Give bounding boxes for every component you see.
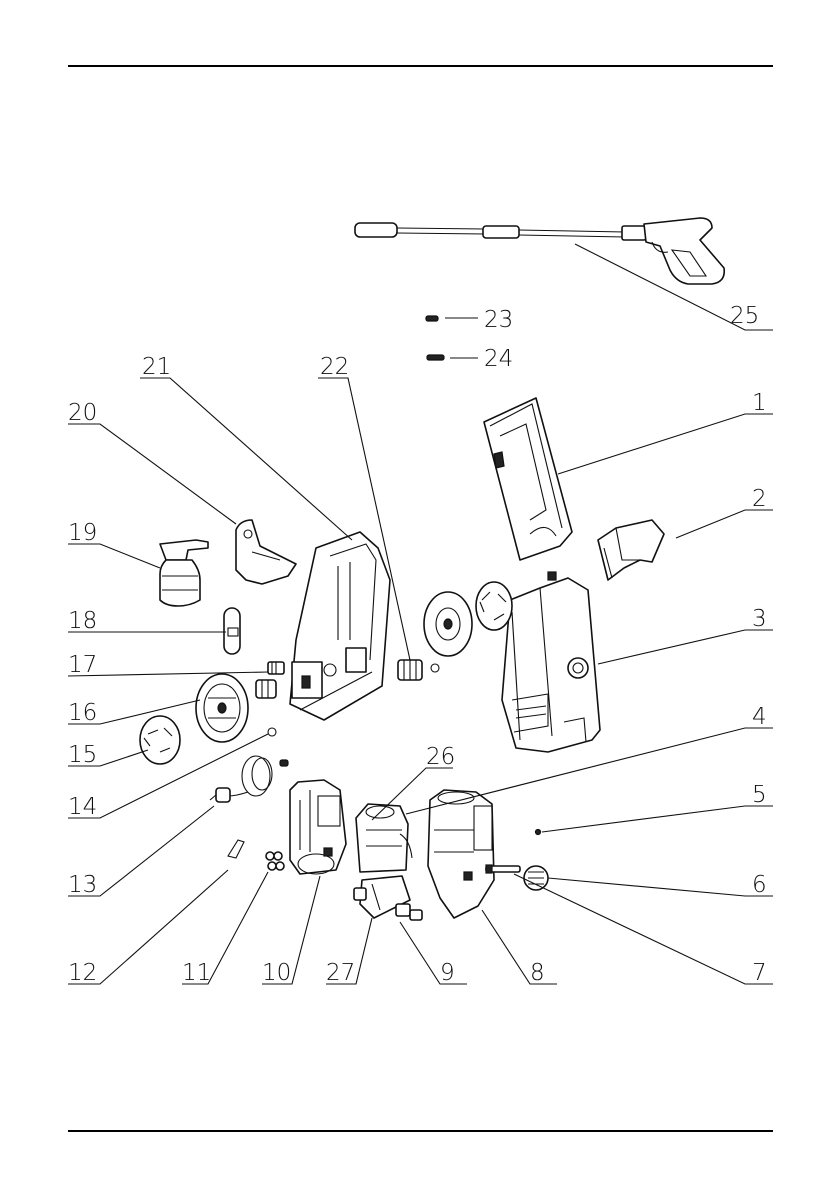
callout-23: 23: [484, 307, 513, 333]
callout-20: 20: [68, 400, 97, 426]
part-25-spray-gun: [355, 218, 724, 284]
part-21-frame: [290, 532, 390, 720]
callout-7: 7: [752, 960, 767, 986]
part-26-pump-motor: [356, 804, 412, 872]
callout-11: 11: [182, 960, 211, 986]
callout-6: 6: [752, 872, 767, 898]
callout-21: 21: [142, 354, 171, 380]
callout-15: 15: [68, 742, 97, 768]
part-12-cable-clip: [228, 840, 244, 858]
callout-17: 17: [68, 652, 97, 678]
part-3-main-housing: [502, 572, 600, 752]
part-23-screw: [426, 316, 438, 321]
part-15-wheel-cap: [140, 716, 180, 764]
part-20-bracket: [236, 520, 296, 584]
part-2-holder: [598, 520, 664, 580]
callout-3: 3: [752, 606, 767, 632]
part-5-ball: [536, 830, 541, 835]
callout-13: 13: [68, 872, 97, 898]
callout-14: 14: [68, 794, 97, 820]
callout-24: 24: [484, 346, 513, 372]
part-19-detergent-bottle: [160, 540, 208, 606]
part-6-knob: [524, 866, 548, 890]
callout-2: 2: [752, 486, 767, 512]
part-17-connector: [268, 662, 284, 674]
part-22-filter: [398, 660, 422, 680]
callout-26: 26: [426, 744, 455, 770]
part-27-pump-head: [354, 876, 422, 920]
part-11-nuts: [266, 852, 284, 870]
part-10-motor-housing: [290, 780, 346, 874]
callout-10: 10: [262, 960, 291, 986]
motor-coupling: [256, 680, 276, 698]
callout-16: 16: [68, 700, 97, 726]
callout-labels: 25 23 24 21 22 20 1 19 2 18 3 17 16 4 15…: [68, 303, 767, 986]
callout-22: 22: [320, 354, 349, 380]
reel-hub: [476, 582, 512, 630]
callout-8: 8: [530, 960, 545, 986]
part-7-shaft: [486, 865, 520, 873]
leader-lines: [68, 244, 773, 984]
callout-9: 9: [440, 960, 455, 986]
part-13-power-cord: [210, 756, 288, 802]
reel-disc: [424, 592, 472, 656]
callout-4: 4: [752, 704, 767, 730]
callout-1: 1: [752, 390, 767, 416]
part-24-screw: [427, 355, 444, 360]
part-18-clip: [224, 608, 240, 654]
callout-27: 27: [326, 960, 355, 986]
part-1-handle-cover: [484, 398, 572, 560]
callout-19: 19: [68, 520, 97, 546]
callout-25: 25: [730, 303, 759, 329]
part-16-wheel: [196, 674, 248, 742]
part-8-motor-assembly: [428, 790, 494, 918]
callout-12: 12: [68, 960, 97, 986]
washer: [431, 664, 439, 672]
callout-5: 5: [752, 782, 767, 808]
part-14-washer: [268, 728, 276, 736]
callout-18: 18: [68, 608, 97, 634]
